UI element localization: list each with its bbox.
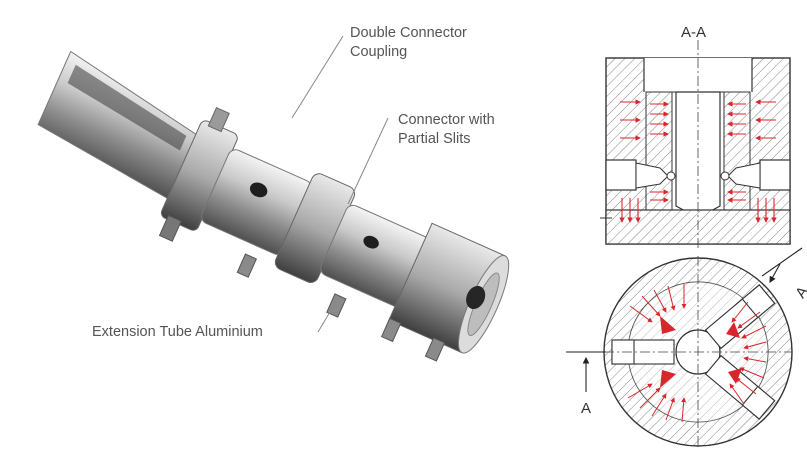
leader-extension xyxy=(317,301,337,333)
force-arrows-radial xyxy=(627,284,767,423)
label-connector-partial-slits: Connector with Partial Slits xyxy=(398,111,495,149)
coupling-line-2: Coupling xyxy=(350,44,408,60)
force-arrows-top-right xyxy=(727,99,777,223)
connector-line-2: Partial Slits xyxy=(398,131,471,147)
connector-line-1: Connector with xyxy=(398,112,495,128)
label-extension-tube: Extension Tube Aluminium xyxy=(92,324,263,340)
label-double-connector-coupling: Double Connector Coupling xyxy=(350,24,467,62)
circular-section-drawing xyxy=(566,247,803,448)
section-marker-left: A xyxy=(581,400,592,417)
leader-connector xyxy=(347,117,389,205)
tool-holder-illustration xyxy=(37,50,510,362)
leader-coupling xyxy=(291,35,344,119)
coupling-line-1: Double Connector xyxy=(350,25,467,41)
section-aa-drawing xyxy=(600,40,791,250)
force-arrows-top-left xyxy=(619,99,669,223)
section-title: A-A xyxy=(681,24,707,41)
